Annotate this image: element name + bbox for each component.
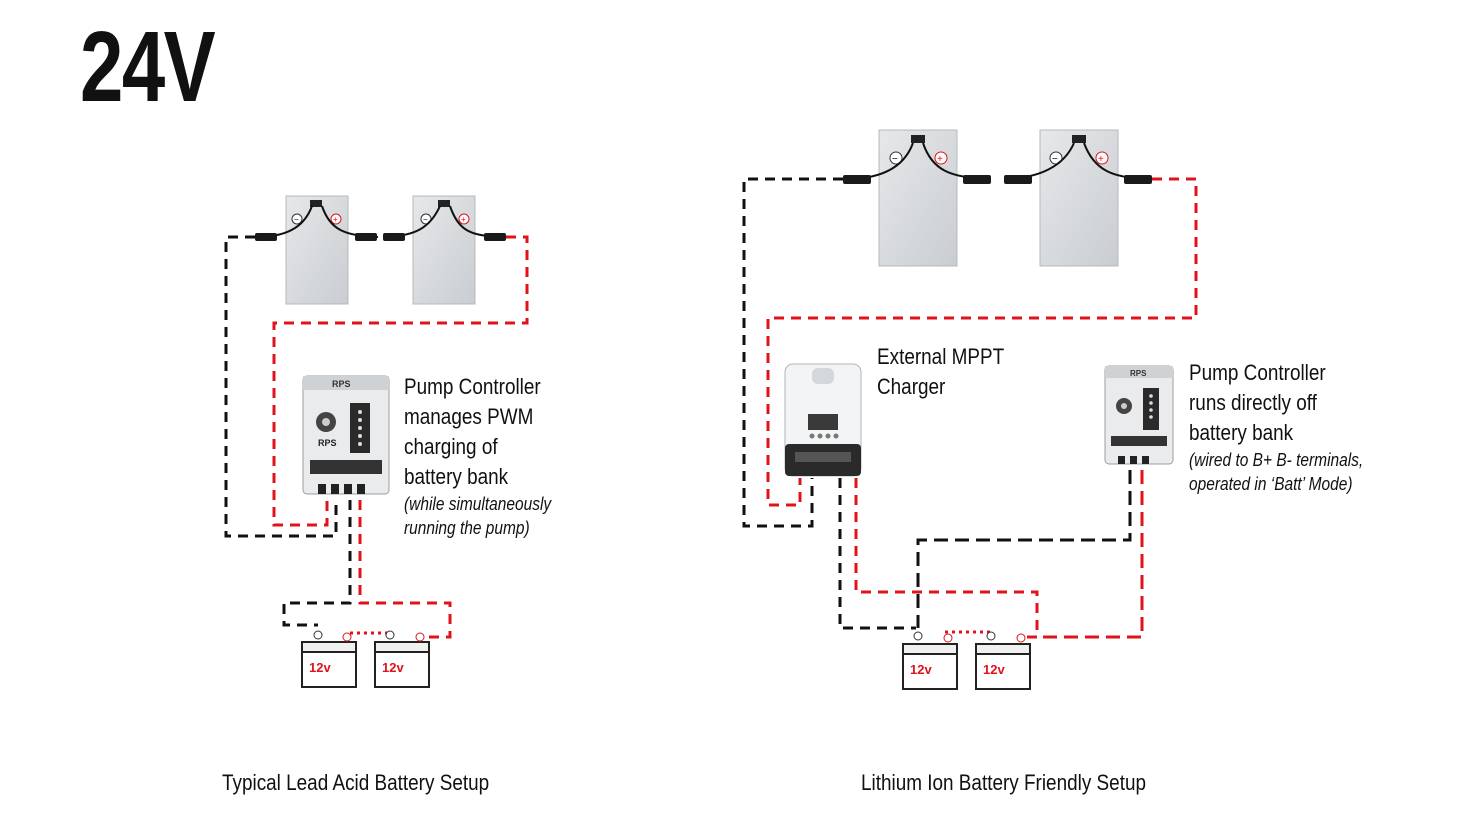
right-caption: Lithium Ion Battery Friendly Setup	[861, 770, 1146, 795]
pump-controller-right: RPS	[1104, 365, 1174, 465]
svg-text:−: −	[1052, 154, 1058, 165]
svg-text:−: −	[892, 154, 898, 165]
battery-left-2: 12v	[374, 630, 430, 688]
svg-text:−: −	[423, 215, 428, 224]
controller-brand-left: RPS	[332, 379, 351, 389]
battery-label-left-2: 12v	[382, 660, 404, 675]
right-controller-label: Pump Controller runs directly off batter…	[1189, 360, 1364, 494]
battery-right-2: 12v	[975, 631, 1031, 690]
svg-text:+: +	[333, 215, 338, 224]
battery-label-right-2: 12v	[983, 662, 1005, 677]
controller-brand-right: RPS	[1130, 369, 1147, 378]
battery-right-1: 12v	[902, 631, 958, 690]
battery-left-1: 12v	[301, 630, 357, 688]
pump-controller-left: RPS RPS	[302, 375, 390, 495]
solar-panel-left-1: − +	[285, 195, 349, 305]
left-controller-label: Pump Controller manages PWM charging of …	[404, 374, 552, 538]
mppt-charger-label: External MPPT Charger	[877, 344, 1005, 399]
svg-text:+: +	[937, 154, 943, 165]
battery-label-left-1: 12v	[309, 660, 331, 675]
svg-text:RPS: RPS	[318, 438, 337, 448]
battery-label-right-1: 12v	[910, 662, 932, 677]
solar-panel-right-2: − +	[1039, 129, 1119, 267]
page-title: 24V	[80, 11, 216, 123]
solar-panel-left-2: − +	[412, 195, 476, 305]
svg-text:+: +	[461, 215, 466, 224]
mppt-charger	[784, 363, 862, 477]
left-caption: Typical Lead Acid Battery Setup	[222, 770, 490, 795]
svg-text:−: −	[294, 215, 299, 224]
solar-panel-right-1: − +	[878, 129, 958, 267]
svg-text:+: +	[1098, 154, 1104, 165]
